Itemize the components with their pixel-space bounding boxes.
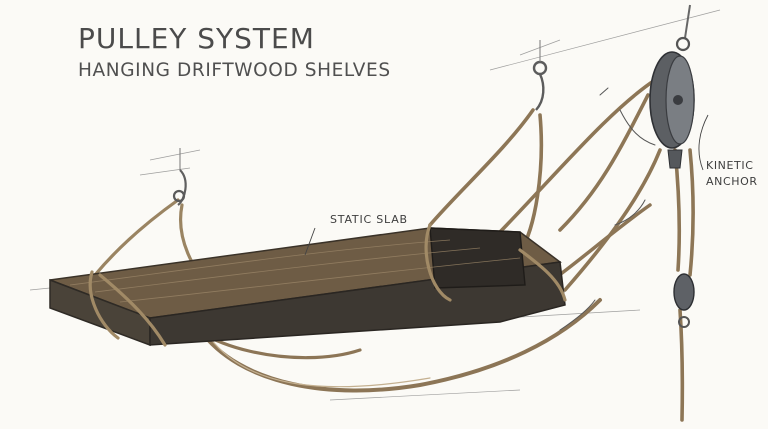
- kinetic-anchor-label: KINETIC ANCHOR: [706, 158, 758, 190]
- kinetic-anchor-label-line2: ANCHOR: [706, 175, 758, 188]
- motion-arrows: [559, 87, 656, 331]
- slab-end-block: [429, 227, 526, 289]
- left-ceiling-hook: [172, 148, 187, 206]
- diagram-subtitle: HANGING DRIFTWOOD SHELVES: [78, 60, 391, 81]
- diagram-title: PULLEY SYSTEM: [78, 22, 315, 55]
- wood-grain: [69, 239, 521, 303]
- lower-pulley: [673, 273, 695, 328]
- static-slab-leader-line: [304, 227, 316, 256]
- static-slab-label: STATIC SLAB: [330, 213, 408, 226]
- kinetic-anchor-label-line1: KINETIC: [706, 159, 754, 172]
- kinetic-anchor-leader-line: [698, 114, 709, 171]
- pulley-block: [649, 4, 695, 169]
- middle-ceiling-hook: [532, 40, 548, 111]
- construction-lines: [29, 9, 721, 401]
- slab-rope-bindings: [88, 223, 567, 347]
